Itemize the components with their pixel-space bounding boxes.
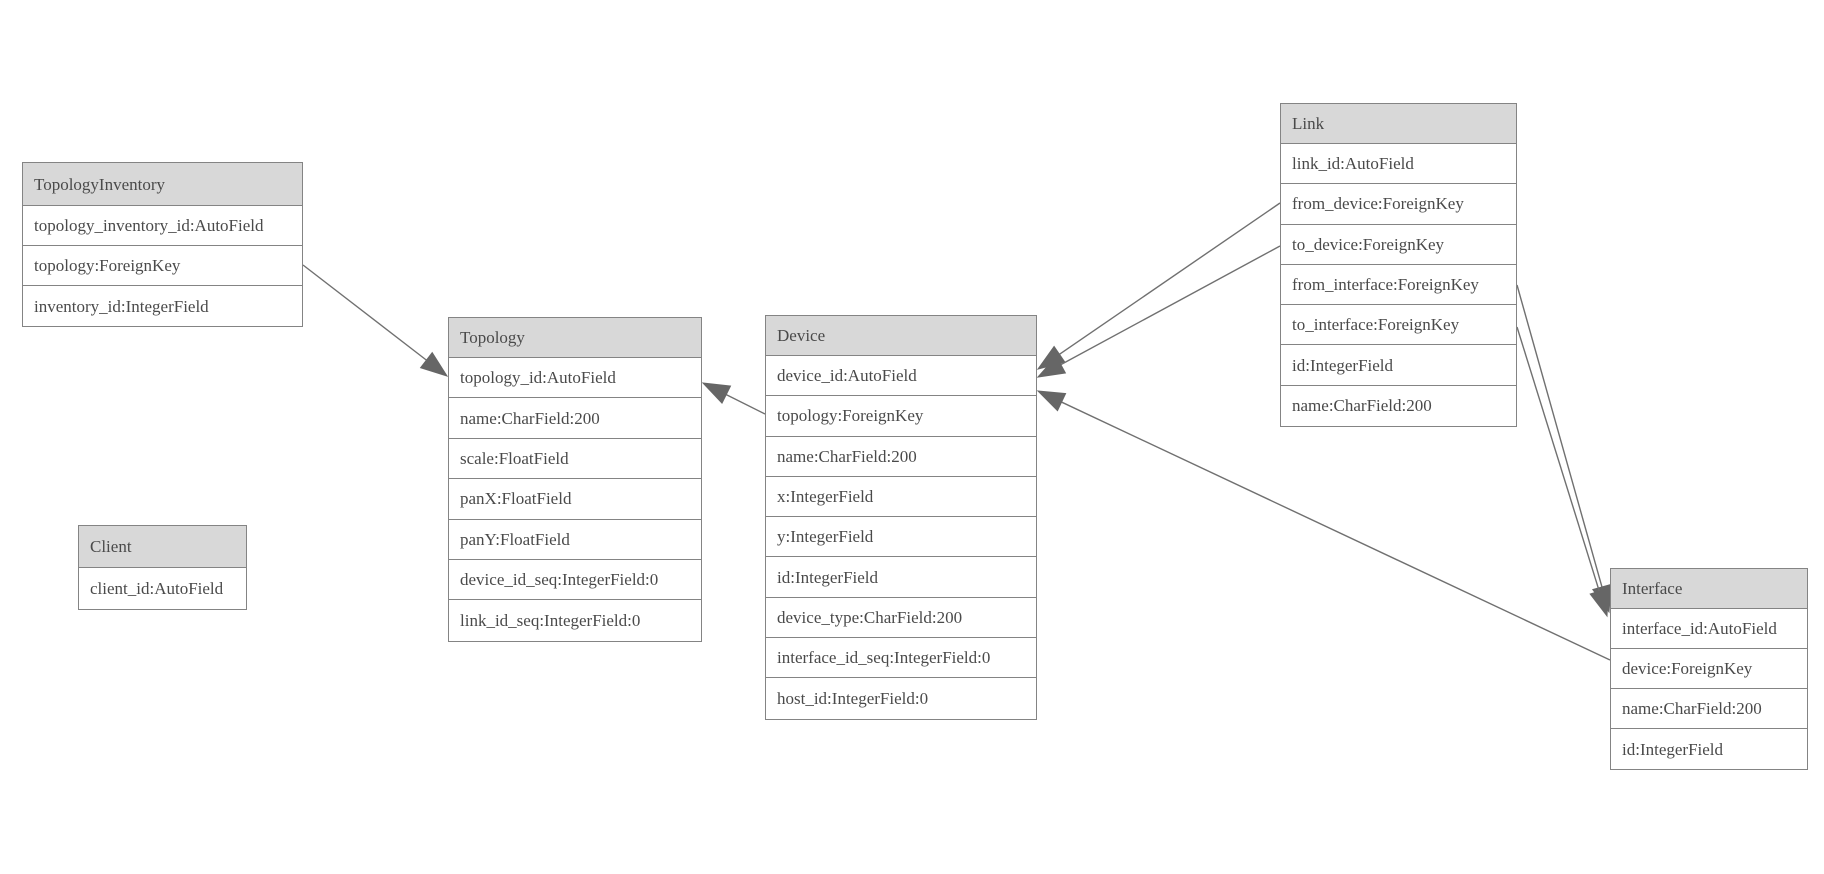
relationship-arrowhead-link-to_interface <box>1589 587 1609 618</box>
relationship-line-link-to_interface <box>1516 326 1600 592</box>
relationship-line-interface-device <box>1061 401 1611 661</box>
relationship-arrowhead-link-to_device <box>1036 355 1067 378</box>
relationship-line-link-from_interface <box>1516 284 1603 588</box>
relationship-line-link-from_device <box>1059 202 1281 355</box>
relationship-arrowhead-interface-device <box>1036 390 1067 412</box>
relationship-arrowhead-topologyinventory-topology <box>419 351 449 377</box>
relationship-line-topologyinventory-topology <box>302 264 427 361</box>
relationship-arrowhead-device-topology <box>701 382 732 404</box>
relationship-line-device-topology <box>725 394 766 415</box>
relationship-line-link-to_device <box>1060 245 1281 366</box>
